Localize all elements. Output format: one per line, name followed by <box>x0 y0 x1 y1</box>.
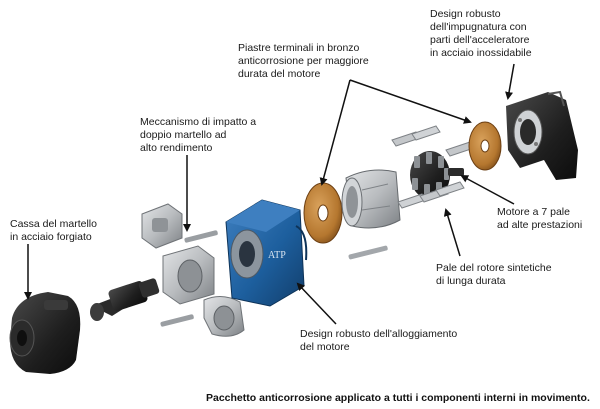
hammer-bottom-part <box>203 296 245 337</box>
hammer-top-part <box>141 203 183 249</box>
hammer-frame-part <box>162 245 215 305</box>
rotor-part <box>410 151 464 199</box>
footer-note: Pacchetto anticorrosione applicato a tut… <box>206 392 590 404</box>
callout-vanes: Pale del rotore sintetiche di lunga dura… <box>436 262 552 287</box>
rear-end-plate-part <box>468 121 502 171</box>
arrow-housing <box>296 282 337 325</box>
arrow-motor <box>460 175 515 205</box>
anvil-part <box>90 278 160 321</box>
callout-motor: Motore a 7 pale ad alte prestazioni <box>497 206 583 231</box>
callout-arrows <box>24 63 515 325</box>
rotor-vanes-part <box>391 125 475 209</box>
arrow-end-plate-rear <box>349 79 472 124</box>
arrow-vanes <box>443 208 461 257</box>
callout-handle: Design robusto dell'impugnatura con part… <box>430 8 532 59</box>
handle-part <box>506 90 578 180</box>
cylinder-part <box>341 169 401 229</box>
front-end-plate-part <box>303 182 343 244</box>
callout-impact-mechanism: Meccanismo di impatto a doppio martello … <box>140 116 257 154</box>
callout-end-plates: Piastre terminali in bronzo anticorrosio… <box>238 42 369 80</box>
motor-housing-part: ATP <box>225 199 308 307</box>
housing-brand-text: ATP <box>268 250 286 261</box>
arrow-handle <box>505 63 515 100</box>
hammer-case-part <box>9 292 81 374</box>
arrow-end-plate-front <box>319 79 351 186</box>
callout-housing: Design robusto dell'alloggiamento del mo… <box>300 328 458 353</box>
hammer-pins <box>160 230 388 327</box>
callout-hammer-case: Cassa del martello in acciaio forgiato <box>10 218 97 243</box>
